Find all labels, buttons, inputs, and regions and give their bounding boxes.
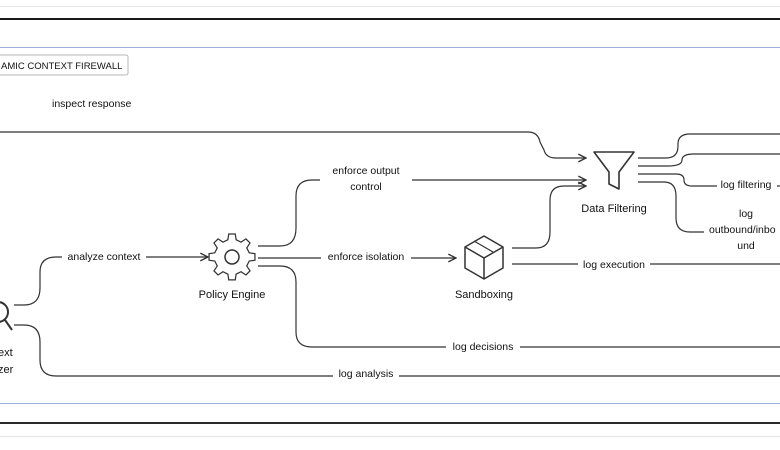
edge-log-filtering bbox=[638, 173, 780, 187]
edge-log-decisions bbox=[258, 265, 780, 348]
label-analyze-context: analyze context bbox=[68, 251, 141, 263]
node-sandboxing: Sandboxing bbox=[455, 235, 513, 301]
edge-sandbox-to-filter bbox=[512, 186, 586, 249]
node-data-filtering-label: Data Filtering bbox=[581, 203, 646, 215]
label-inspect-response: inspect response bbox=[52, 98, 132, 110]
label-log-outbound-2: outbound/inbo bbox=[709, 224, 776, 236]
label-log-execution: log execution bbox=[583, 259, 645, 271]
group-label-text: AMIC CONTEXT FIREWALL bbox=[1, 61, 122, 72]
magnifier-icon bbox=[0, 301, 13, 331]
diagram-group-container bbox=[0, 47, 780, 404]
node-sandboxing-label: Sandboxing bbox=[455, 289, 513, 301]
label-log-outbound-3: und bbox=[737, 240, 755, 252]
window-top-border bbox=[0, 18, 780, 20]
node-policy-engine-label: Policy Engine bbox=[199, 289, 266, 301]
node-context-analyzer: ext zer bbox=[0, 301, 14, 376]
group-label: AMIC CONTEXT FIREWALL bbox=[0, 54, 129, 76]
funnel-icon bbox=[593, 151, 635, 190]
label-enforce-output-2: control bbox=[350, 181, 382, 193]
bottom-separator bbox=[0, 436, 780, 437]
top-separator bbox=[0, 6, 780, 7]
node-analyzer-label-1: ext bbox=[0, 347, 13, 359]
edge-analyze-context bbox=[14, 257, 208, 306]
node-policy-engine: Policy Engine bbox=[199, 233, 266, 301]
edge-inspect-response bbox=[0, 131, 586, 158]
window-bottom-border bbox=[0, 422, 780, 424]
edge-log-analysis bbox=[14, 324, 780, 377]
edge-enforce-output-control bbox=[258, 180, 586, 247]
edge-log-outbound bbox=[638, 181, 712, 233]
label-log-outbound-1: log bbox=[739, 208, 753, 220]
box-icon bbox=[464, 235, 504, 280]
node-data-filtering: Data Filtering bbox=[581, 151, 647, 215]
node-analyzer-label-2: zer bbox=[0, 364, 14, 376]
gear-icon bbox=[208, 233, 256, 281]
label-log-filtering: log filtering bbox=[721, 179, 772, 191]
edge-filter-out-2 bbox=[638, 153, 780, 167]
label-log-decisions: log decisions bbox=[453, 341, 514, 353]
label-log-analysis: log analysis bbox=[339, 368, 394, 380]
label-enforce-output-1: enforce output bbox=[332, 165, 399, 177]
edge-filter-out-1 bbox=[638, 133, 780, 159]
label-enforce-isolation: enforce isolation bbox=[328, 251, 405, 263]
